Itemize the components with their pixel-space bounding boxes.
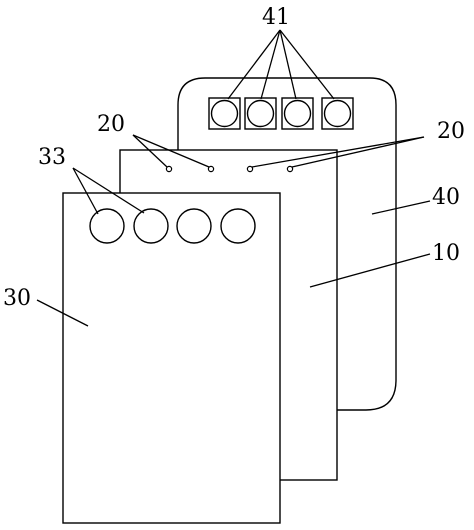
label-41: 41: [262, 5, 290, 30]
label-20-right: 20: [437, 119, 465, 144]
front-ports-33: [89, 208, 256, 244]
label-10: 10: [432, 241, 460, 266]
leader-lines: [36, 29, 431, 327]
top-connectors-41: [208, 97, 354, 130]
front-plate-30: [62, 192, 281, 524]
label-30: 30: [3, 286, 31, 311]
label-40: 40: [432, 185, 460, 210]
label-33: 33: [38, 145, 66, 170]
label-20-left: 20: [97, 112, 125, 137]
sensor-points-20: [165, 165, 294, 173]
